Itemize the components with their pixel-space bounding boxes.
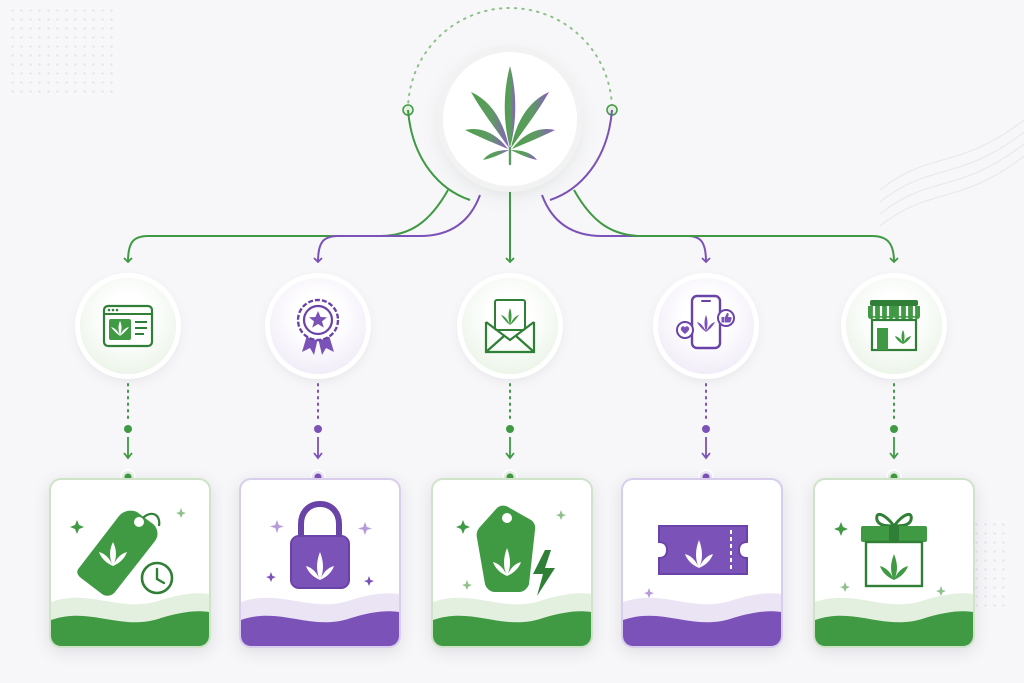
offer-card-exclusive [239, 478, 401, 648]
channel-node-social [658, 278, 754, 374]
hub-node [443, 52, 577, 186]
offer-card-flash-sale [431, 478, 593, 648]
cannabis-leaf-icon [465, 66, 555, 166]
connector-arrow [505, 437, 515, 460]
award-badge-icon [296, 298, 340, 355]
offer-card-ticket [621, 478, 783, 648]
offer-card-limited-time [49, 478, 211, 648]
connector-dot [124, 425, 132, 433]
connector-dot [314, 425, 322, 433]
channel-node-store [846, 278, 942, 374]
connector-dot [702, 425, 710, 433]
dot-pattern [8, 6, 118, 96]
smartphone-social-icon [676, 294, 735, 350]
connector-arrow [889, 437, 899, 460]
offer-card-gift [813, 478, 975, 648]
channel-node-email [462, 278, 558, 374]
connector-arrow [701, 437, 711, 460]
connector-arrow [123, 437, 133, 460]
connector-dot [506, 425, 514, 433]
dispensary-storefront-icon [868, 300, 920, 352]
connector-arrow [313, 437, 323, 460]
padlock-icon [290, 500, 350, 589]
connector-dot [890, 425, 898, 433]
web-browser-icon [102, 304, 154, 348]
channel-node-award [270, 278, 366, 374]
limited-time-tag-icon [77, 510, 174, 596]
flash-sale-tag-icon [476, 505, 555, 596]
ticket-icon [658, 525, 748, 575]
email-envelope-icon [484, 299, 536, 354]
gift-box-icon [861, 512, 927, 588]
channel-node-web [80, 278, 176, 374]
